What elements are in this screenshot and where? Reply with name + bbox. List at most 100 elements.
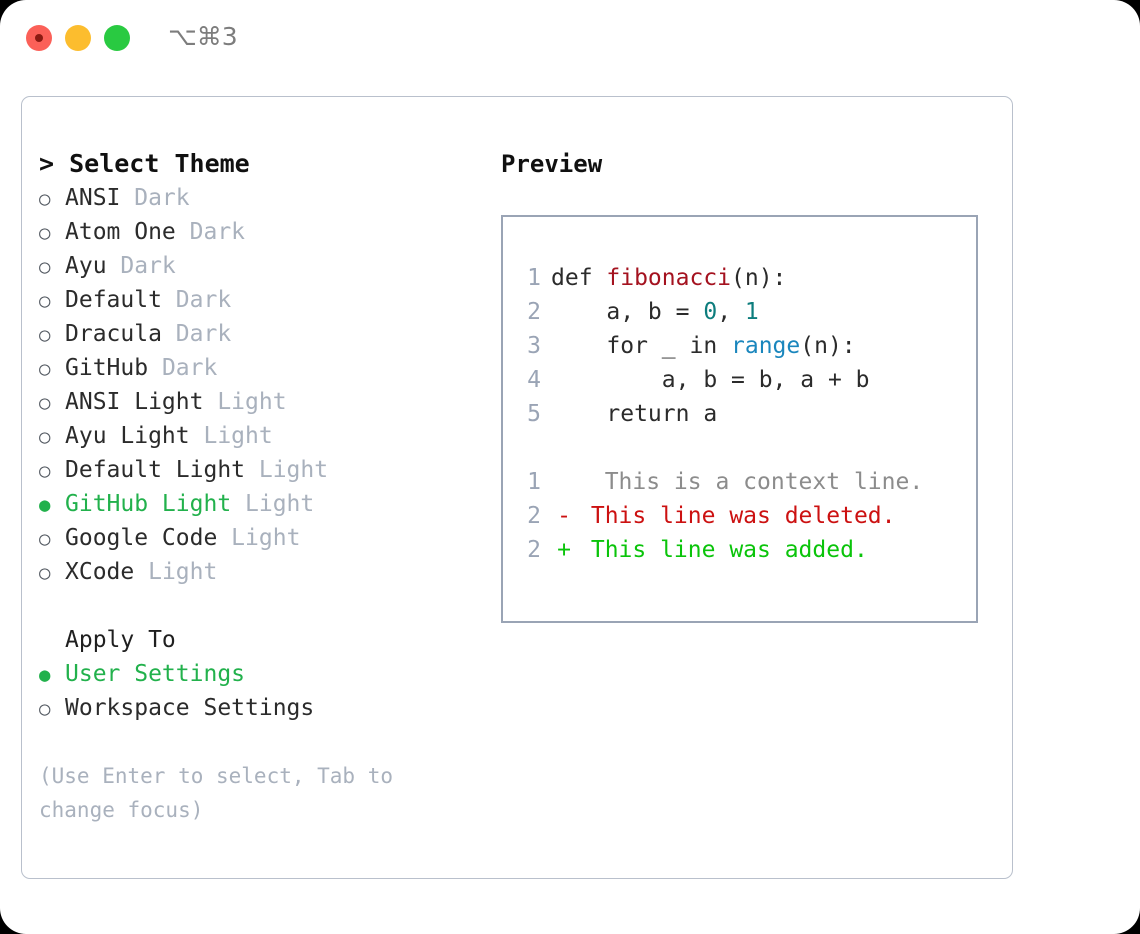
theme-option-default-light[interactable]: ○ Default Light Light bbox=[39, 453, 479, 487]
theme-option-github-light[interactable]: ●GitHub Light Light bbox=[39, 487, 479, 521]
theme-option-google-code[interactable]: ○ Google Code Light bbox=[39, 521, 479, 555]
theme-option-label: GitHub Light bbox=[65, 491, 232, 517]
title-bar: ⌥⌘3 bbox=[0, 0, 1140, 78]
minimize-window-button[interactable] bbox=[65, 25, 91, 51]
code-token-plain: a, b = b, a + b bbox=[551, 367, 870, 393]
code-token-fn: fibonacci bbox=[606, 265, 732, 291]
diff-sample: 1 This is a context line.2- This line wa… bbox=[503, 465, 976, 567]
radio-unselected-icon[interactable]: ○ bbox=[39, 188, 51, 210]
radio-unselected-icon[interactable]: ○ bbox=[39, 426, 51, 448]
diff-line-add: 2+ This line was added. bbox=[503, 533, 976, 567]
theme-variant-badge: Dark bbox=[120, 185, 190, 211]
maximize-window-button[interactable] bbox=[104, 25, 130, 51]
page-title: > Select Theme bbox=[39, 149, 250, 178]
code-line-text: for _ in range(n): bbox=[551, 329, 856, 363]
theme-option-dracula[interactable]: ○ Dracula Dark bbox=[39, 317, 479, 351]
traffic-lights bbox=[26, 25, 130, 51]
diff-line-text: This line was deleted. bbox=[577, 503, 896, 529]
code-line: 3 for _ in range(n): bbox=[503, 329, 976, 363]
theme-variant-badge: Light bbox=[217, 525, 301, 551]
radio-unselected-icon[interactable]: ○ bbox=[39, 562, 51, 584]
line-number: 1 bbox=[527, 265, 541, 291]
code-line: 1 def fibonacci(n): bbox=[503, 261, 976, 295]
theme-option-ansi-light[interactable]: ○ANSI Light Light bbox=[39, 385, 479, 419]
theme-option-xcode[interactable]: ○ XCode Light bbox=[39, 555, 479, 589]
diff-marker-add: + bbox=[557, 537, 571, 563]
theme-option-default[interactable]: ○Default Dark bbox=[39, 283, 479, 317]
theme-variant-badge: Light bbox=[203, 389, 287, 415]
code-line: 2 a, b = 0, 1 bbox=[503, 295, 976, 329]
line-number: 2 bbox=[527, 503, 541, 529]
theme-option-label: Default bbox=[65, 287, 162, 313]
theme-variant-badge: Dark bbox=[175, 219, 246, 245]
theme-variant-badge: Light bbox=[134, 559, 218, 585]
apply-to-heading: ○ Apply To bbox=[39, 623, 479, 657]
keyboard-shortcut-label: ⌥⌘3 bbox=[168, 22, 238, 51]
diff-line-del: 2- This line was deleted. bbox=[503, 499, 976, 533]
code-line-text: return a bbox=[551, 397, 717, 431]
apply-to-option-workspace-settings[interactable]: ○ Workspace Settings bbox=[39, 691, 479, 725]
theme-variant-badge: Dark bbox=[148, 355, 218, 381]
radio-unselected-icon[interactable]: ○ bbox=[39, 528, 51, 550]
theme-option-label: Ayu Light bbox=[65, 423, 190, 449]
code-token-plain: , bbox=[717, 299, 745, 325]
code-line: 5 return a bbox=[503, 397, 976, 431]
radio-unselected-icon[interactable]: ○ bbox=[39, 698, 51, 720]
diff-marker-ctx bbox=[551, 465, 577, 499]
theme-list[interactable]: ○ANSI Dark○Atom One Dark○Ayu Dark○Defaul… bbox=[39, 181, 479, 589]
line-number: 2 bbox=[527, 299, 541, 325]
radio-unselected-icon[interactable]: ○ bbox=[39, 256, 51, 278]
theme-option-label: Default Light bbox=[65, 457, 246, 483]
diff-line-text: This is a context line. bbox=[577, 469, 924, 495]
radio-unselected-icon[interactable]: ○ bbox=[39, 222, 51, 244]
theme-option-label: ANSI bbox=[65, 185, 121, 211]
code-token-plain: for _ in bbox=[551, 333, 732, 359]
keyboard-hint: (Use Enter to select, Tab to change focu… bbox=[39, 764, 406, 822]
code-line-text: def fibonacci(n): bbox=[551, 261, 786, 295]
apply-to-list[interactable]: ● User Settings ○ Workspace Settings bbox=[39, 657, 479, 725]
radio-unselected-icon[interactable]: ○ bbox=[39, 324, 51, 346]
theme-variant-badge: Dark bbox=[161, 321, 232, 347]
theme-option-label: XCode bbox=[65, 559, 135, 585]
close-window-button[interactable] bbox=[26, 25, 52, 51]
line-number: 4 bbox=[527, 367, 541, 393]
preview-title: Preview bbox=[501, 150, 603, 178]
diff-line-text: This line was added. bbox=[577, 537, 868, 563]
code-token-plain: (n): bbox=[731, 265, 787, 291]
radio-selected-icon[interactable]: ● bbox=[39, 664, 51, 686]
theme-picker-column: > Select Theme ○ANSI Dark○Atom One Dark○… bbox=[39, 147, 479, 827]
radio-unselected-icon[interactable]: ○ bbox=[39, 392, 51, 414]
code-line-text: a, b = 0, 1 bbox=[551, 295, 758, 329]
line-number: 3 bbox=[527, 333, 541, 359]
radio-selected-icon[interactable]: ● bbox=[39, 494, 51, 516]
apply-to-option-label: User Settings bbox=[65, 661, 246, 687]
spacer-marker: ○ bbox=[39, 624, 65, 658]
theme-option-label: Dracula bbox=[65, 321, 162, 347]
radio-unselected-icon[interactable]: ○ bbox=[39, 290, 51, 312]
code-token-plain: a, b = bbox=[551, 299, 704, 325]
line-number: 1 bbox=[527, 469, 541, 495]
theme-option-atom-one[interactable]: ○Atom One Dark bbox=[39, 215, 479, 249]
theme-variant-badge: Dark bbox=[106, 253, 176, 279]
code-token-plain: (n): bbox=[800, 333, 856, 359]
apply-to-option-user-settings[interactable]: ● User Settings bbox=[39, 657, 479, 691]
code-token-kw: def bbox=[551, 265, 607, 291]
theme-option-label: Ayu bbox=[65, 253, 107, 279]
diff-line-ctx: 1 This is a context line. bbox=[503, 465, 976, 499]
apply-to-option-label: Workspace Settings bbox=[65, 695, 315, 721]
theme-variant-badge: Light bbox=[189, 423, 273, 449]
content-panel: > Select Theme ○ANSI Dark○Atom One Dark○… bbox=[21, 96, 1013, 879]
theme-option-ayu[interactable]: ○ Ayu Dark bbox=[39, 249, 479, 283]
radio-unselected-icon[interactable]: ○ bbox=[39, 460, 51, 482]
theme-option-ansi[interactable]: ○ ANSI Dark bbox=[39, 181, 479, 215]
theme-variant-badge: Light bbox=[245, 457, 329, 483]
theme-option-ayu-light[interactable]: ○ Ayu Light Light bbox=[39, 419, 479, 453]
radio-unselected-icon[interactable]: ○ bbox=[39, 358, 51, 380]
apply-to-label: Apply To bbox=[65, 627, 176, 653]
theme-option-github[interactable]: ○GitHub Dark bbox=[39, 351, 479, 385]
theme-option-label: Google Code bbox=[65, 525, 218, 551]
